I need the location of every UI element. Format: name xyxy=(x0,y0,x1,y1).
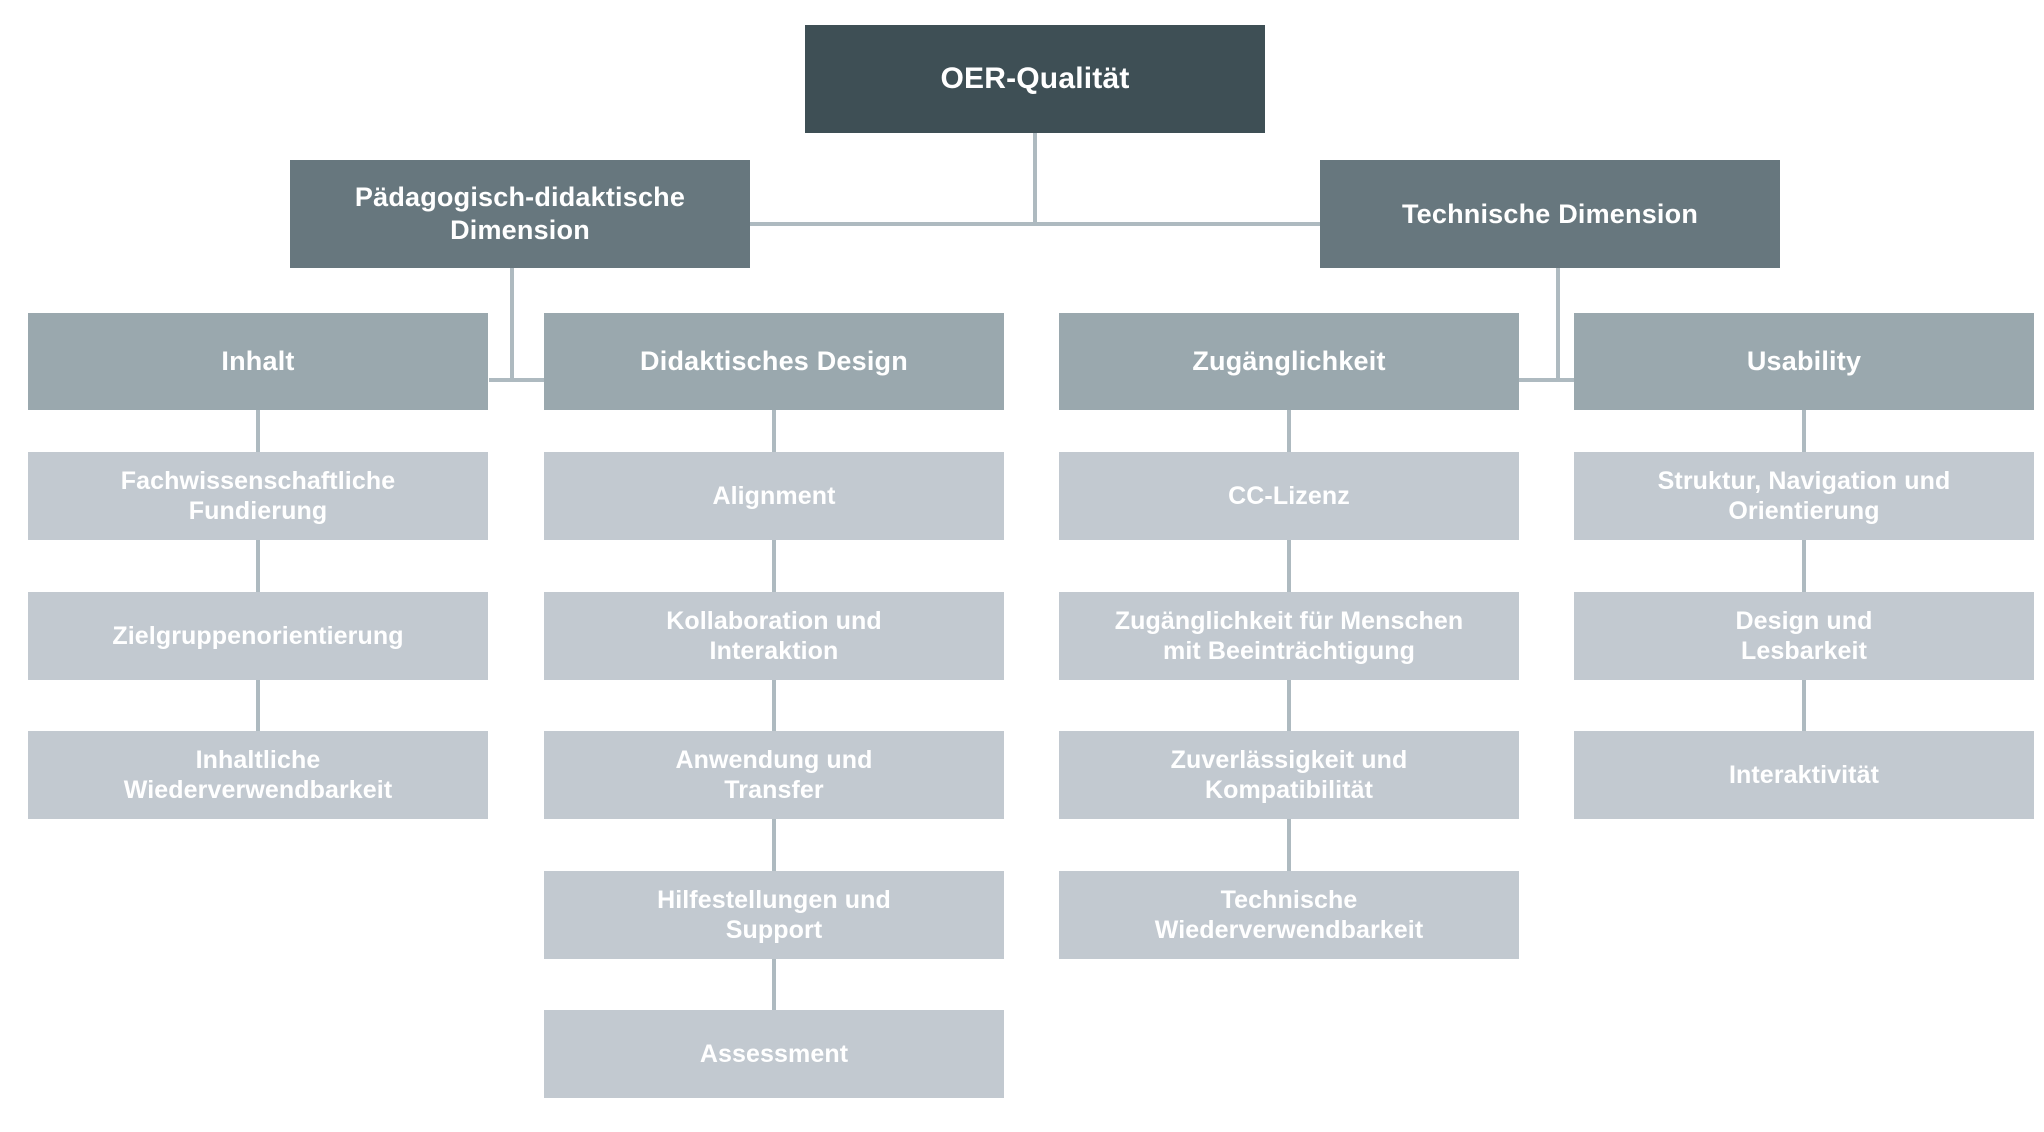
node-label: Zugänglichkeit für Menschen mit Beeinträ… xyxy=(1114,606,1464,666)
node-label: Interaktivität xyxy=(1728,760,1880,789)
node-leaf-hilfestellungen-und-support[interactable]: Hilfestellungen und Support xyxy=(544,871,1004,959)
node-leaf-assessment[interactable]: Assessment xyxy=(544,1010,1004,1098)
node-label: Didaktisches Design xyxy=(640,346,908,377)
node-leaf-anwendung-und-transfer[interactable]: Anwendung und Transfer xyxy=(544,731,1004,819)
node-leaf-technische-wiederverwendbarkeit[interactable]: Technische Wiederverwendbarkeit xyxy=(1059,871,1519,959)
node-leaf-interaktivitaet[interactable]: Interaktivität xyxy=(1574,731,2034,819)
connector-category-bridge-left xyxy=(489,378,549,382)
node-label: Inhalt xyxy=(221,346,295,377)
node-root-oer-qualitaet[interactable]: OER-Qualität xyxy=(805,25,1265,133)
connector-root-stem xyxy=(1033,133,1037,222)
node-label: Zugänglichkeit xyxy=(1192,346,1386,377)
node-label: Assessment xyxy=(699,1039,849,1068)
connector-dimension-right-drop xyxy=(1556,222,1560,378)
node-leaf-zielgruppenorientierung[interactable]: Zielgruppenorientierung xyxy=(28,592,488,680)
node-label: OER-Qualität xyxy=(940,61,1130,95)
connector-dimension-left-drop xyxy=(510,222,514,378)
node-label: Hilfestellungen und Support xyxy=(657,885,891,945)
node-label: Fachwissenschaftliche Fundierung xyxy=(120,466,396,526)
node-label: CC-Lizenz xyxy=(1228,481,1350,510)
node-label: Inhaltliche Wiederverwendbarkeit xyxy=(123,745,393,805)
node-leaf-design-und-lesbarkeit[interactable]: Design und Lesbarkeit xyxy=(1574,592,2034,680)
node-label: Zielgruppenorientierung xyxy=(112,621,404,650)
node-label: Technische Dimension xyxy=(1401,198,1699,229)
node-label: Usability xyxy=(1746,346,1862,377)
node-label: Design und Lesbarkeit xyxy=(1735,606,1873,666)
node-label: Technische Wiederverwendbarkeit xyxy=(1154,885,1424,945)
node-leaf-kollaboration-und-interaktion[interactable]: Kollaboration und Interaktion xyxy=(544,592,1004,680)
node-label: Zuverlässigkeit und Kompatibilität xyxy=(1170,745,1408,805)
node-category-didaktisches-design[interactable]: Didaktisches Design xyxy=(544,313,1004,410)
node-label: Struktur, Navigation und Orientierung xyxy=(1657,466,1951,526)
node-category-zugaenglichkeit[interactable]: Zugänglichkeit xyxy=(1059,313,1519,410)
node-leaf-zuverlaessigkeit-und-kompatibilitaet[interactable]: Zuverlässigkeit und Kompatibilität xyxy=(1059,731,1519,819)
node-leaf-cc-lizenz[interactable]: CC-Lizenz xyxy=(1059,452,1519,540)
node-leaf-inhaltliche-wiederverwendbarkeit[interactable]: Inhaltliche Wiederverwendbarkeit xyxy=(28,731,488,819)
node-dimension-technisch[interactable]: Technische Dimension xyxy=(1320,160,1780,268)
node-leaf-struktur-navigation-und-orientierung[interactable]: Struktur, Navigation und Orientierung xyxy=(1574,452,2034,540)
node-leaf-fachwissenschaftliche-fundierung[interactable]: Fachwissenschaftliche Fundierung xyxy=(28,452,488,540)
node-label: Kollaboration und Interaktion xyxy=(666,606,882,666)
node-category-inhalt[interactable]: Inhalt xyxy=(28,313,488,410)
node-leaf-zugaenglichkeit-fuer-menschen-mit-beeintraechtigung[interactable]: Zugänglichkeit für Menschen mit Beeinträ… xyxy=(1059,592,1519,680)
node-label: Alignment xyxy=(712,481,836,510)
node-label: Anwendung und Transfer xyxy=(675,745,873,805)
connector-spine-didaktisches-design xyxy=(772,410,776,1026)
node-label: Pädagogisch-didaktische Dimension xyxy=(354,182,686,245)
node-dimension-paedagogisch-didaktisch[interactable]: Pädagogisch-didaktische Dimension xyxy=(290,160,750,268)
node-category-usability[interactable]: Usability xyxy=(1574,313,2034,410)
node-leaf-alignment[interactable]: Alignment xyxy=(544,452,1004,540)
connector-category-bridge-right xyxy=(1519,378,1579,382)
connector-dimension-bar xyxy=(512,222,1558,226)
